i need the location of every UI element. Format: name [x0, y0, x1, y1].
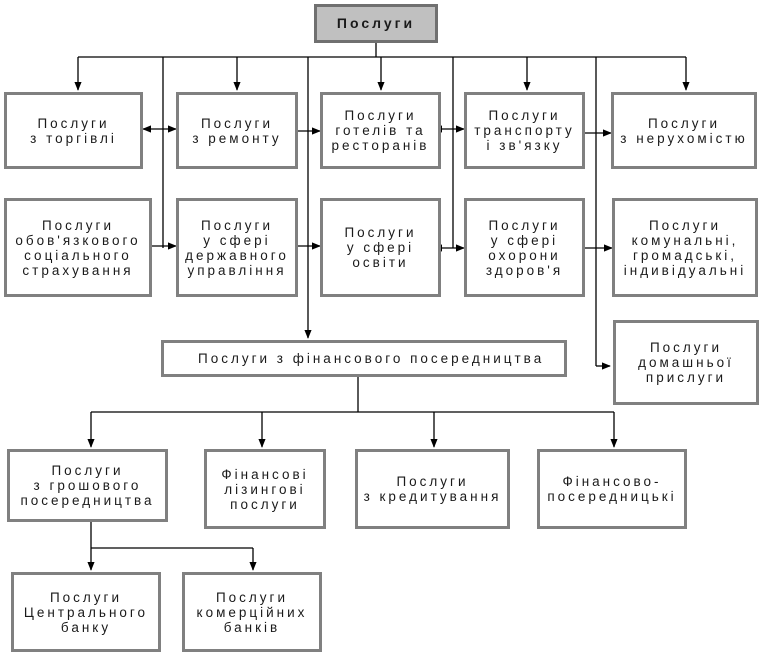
node-domestic: Послуги домашньої прислуги — [613, 320, 759, 405]
node-government: Послуги у сфері державного управління — [176, 198, 298, 297]
node-root: Послуги — [314, 4, 438, 43]
node-monetary: Послуги з грошового посередництва — [7, 449, 168, 522]
node-financial-intermediary: Фінансово- посередницькі — [537, 449, 687, 529]
node-education: Послуги у сфері освіти — [320, 198, 441, 297]
node-hotels: Послуги готелів та ресторанів — [320, 92, 441, 169]
node-repair: Послуги з ремонту — [176, 92, 298, 169]
node-credit: Послуги з кредитування — [355, 449, 510, 529]
node-leasing: Фінансові лізингові послуги — [204, 449, 326, 529]
node-trade: Послуги з торгівлі — [4, 92, 143, 169]
node-social-insurance: Послуги обов'язкового соціального страху… — [4, 198, 152, 297]
node-central-bank: Послуги Центрального банку — [11, 572, 161, 652]
node-transport: Послуги транспорту і зв'язку — [464, 92, 585, 169]
node-health: Послуги у сфері охорони здоров'я — [464, 198, 585, 297]
node-communal: Послуги комунальні, громадські, індивіду… — [612, 198, 758, 297]
node-commercial-banks: Послуги комерційних банків — [182, 572, 322, 652]
node-financial: Послуги з фінансового посередництва — [161, 340, 567, 377]
node-realestate: Послуги з нерухомістю — [611, 92, 757, 169]
